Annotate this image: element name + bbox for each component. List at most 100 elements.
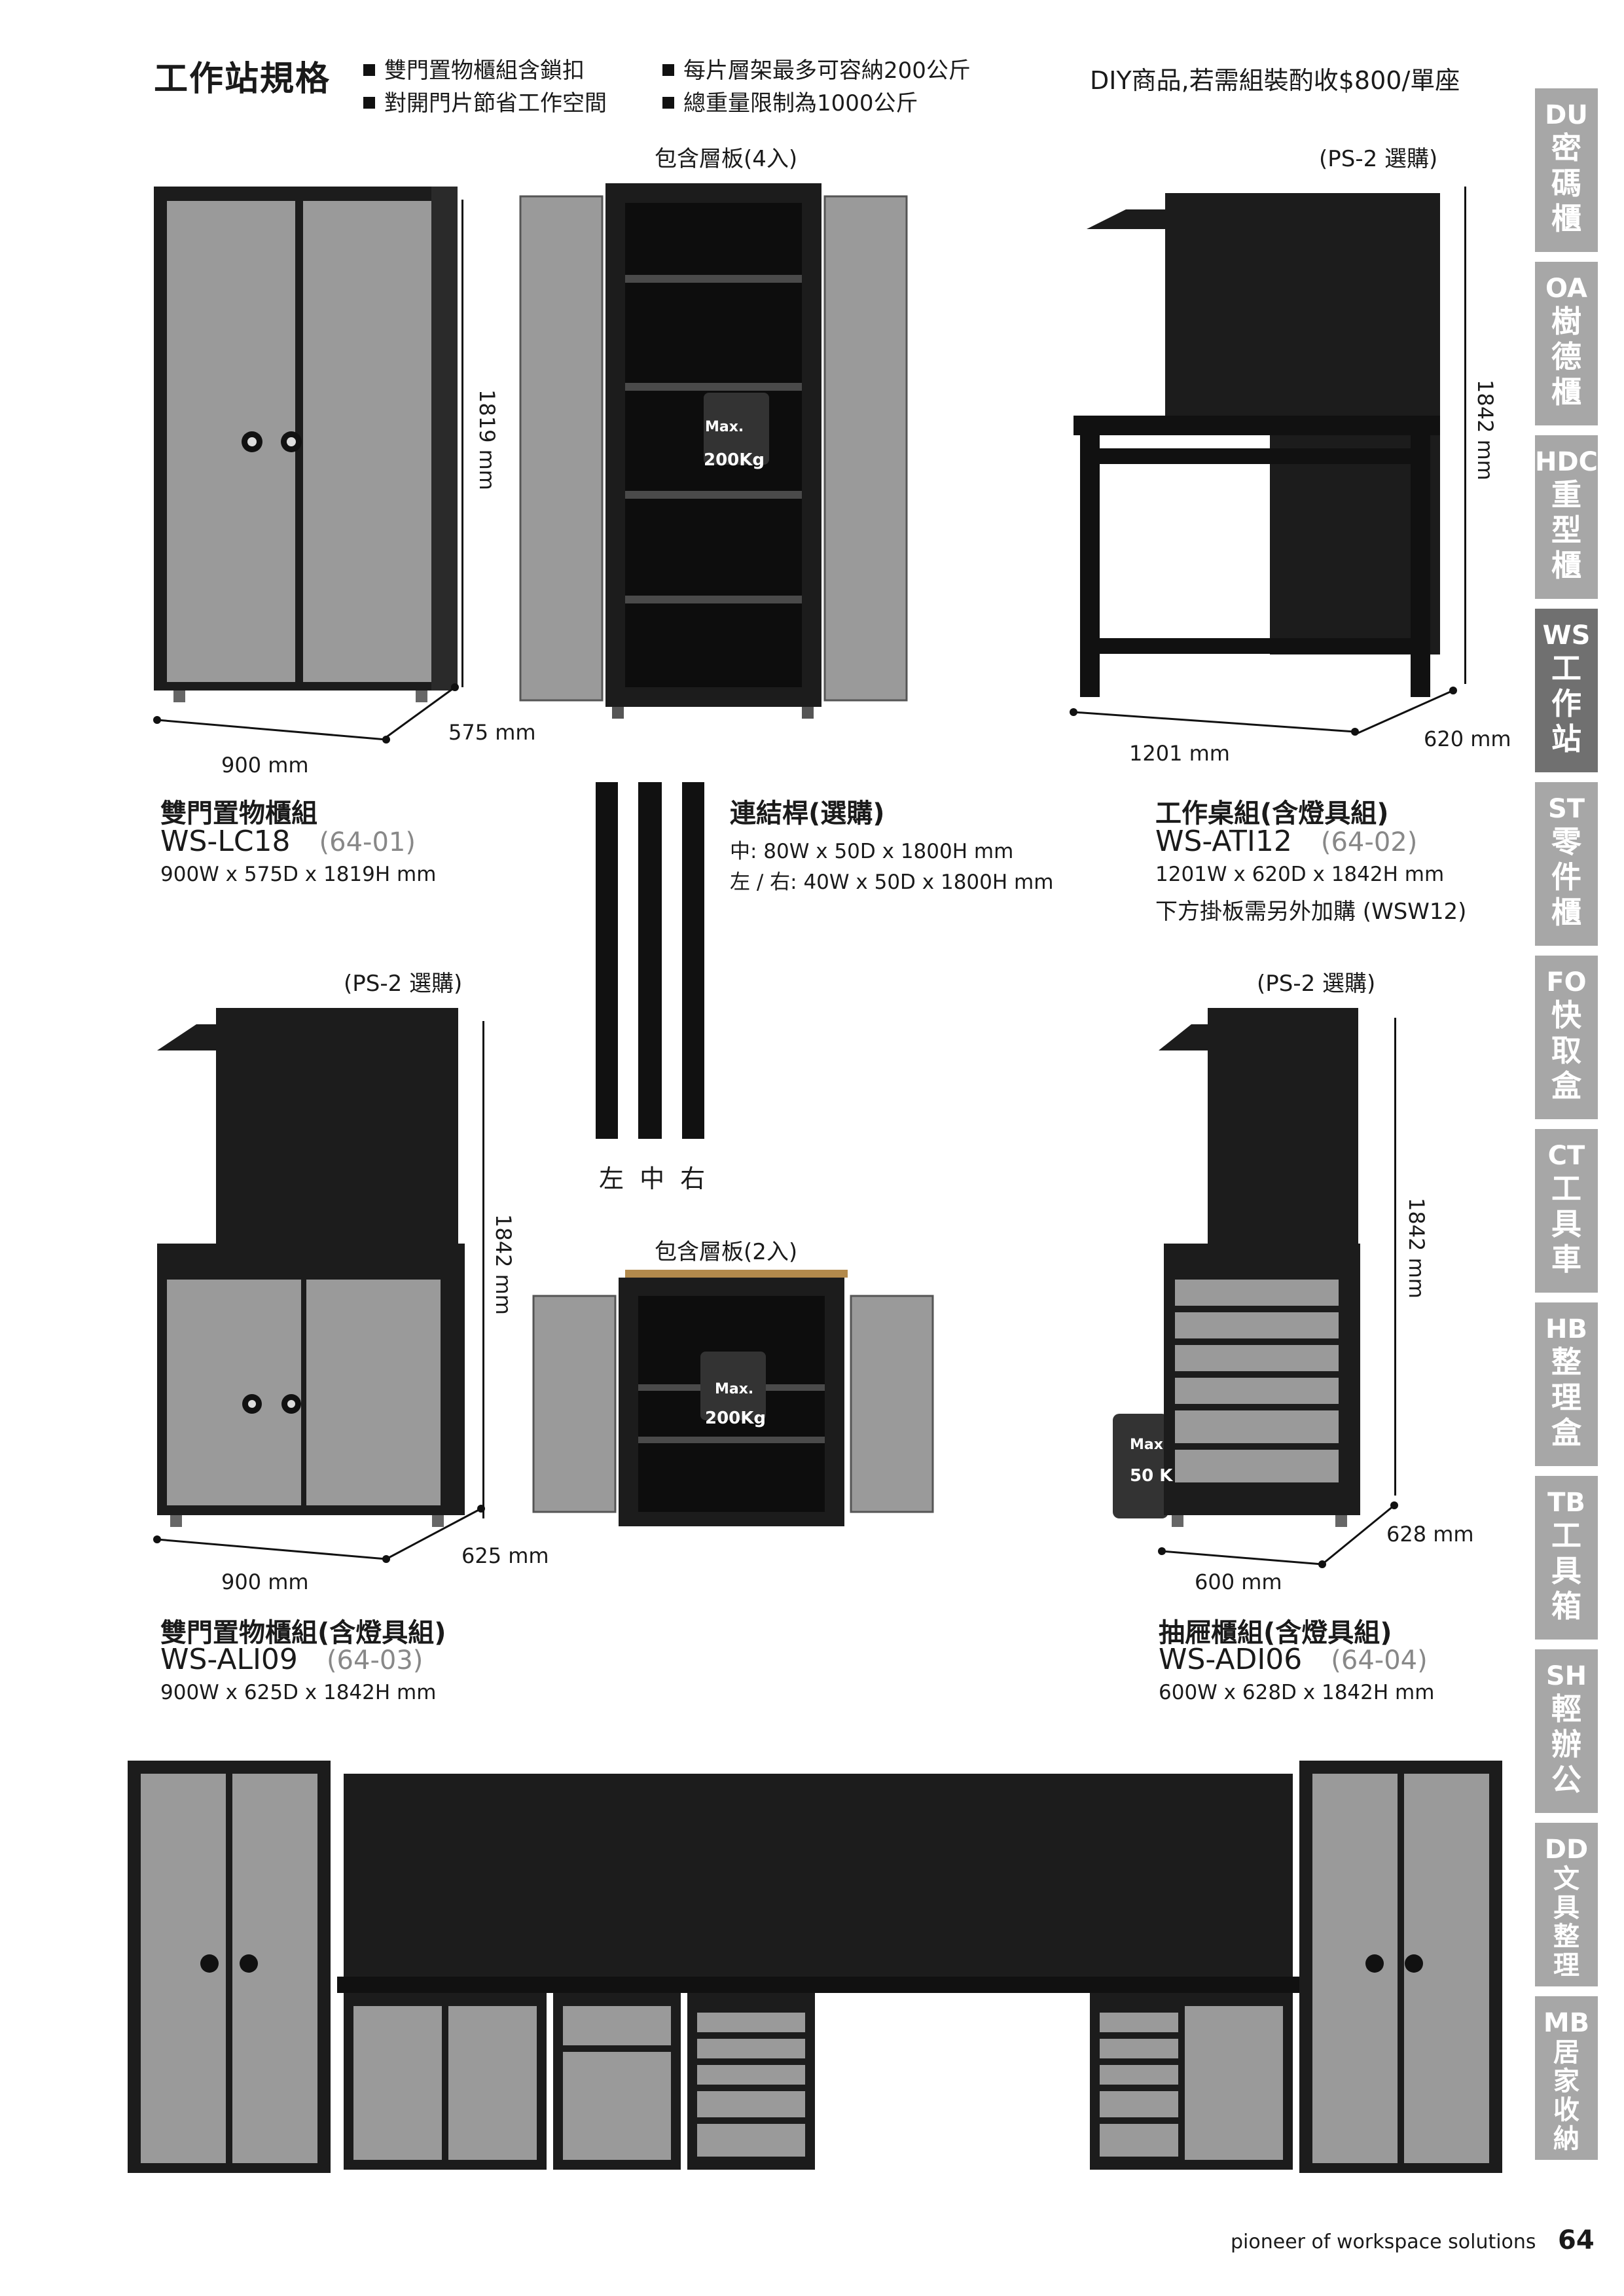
side-tab-label-char: 納	[1553, 2124, 1579, 2154]
side-tab-label-char: 整	[1553, 1922, 1579, 1952]
diy-note: DIY商品,若需組裝酌收$800/單座	[1090, 66, 1460, 95]
rod-name: 連結桿(選購)	[730, 798, 885, 829]
ati12-depth-label: 620 mm	[1424, 726, 1511, 751]
side-tab-label-char: 件	[1551, 859, 1581, 895]
lc18-height-line	[461, 200, 463, 687]
adi06-model-row: WS-ADI06(64-04)	[1159, 1643, 1428, 1676]
side-tab-label-char: 取	[1551, 1033, 1581, 1068]
side-tab-label-char: 公	[1551, 1762, 1581, 1797]
adi06-height-label: 1842 mm	[1404, 1198, 1429, 1299]
side-tab-label-char: 具	[1551, 1206, 1581, 1242]
side-tab-label-char: 具	[1553, 1893, 1579, 1923]
side-tab-label-char: 工	[1551, 1171, 1581, 1206]
max-weight-1: 200Kg	[704, 450, 765, 470]
ali09-name: 雙門置物櫃組(含燈具組)	[160, 1618, 446, 1648]
lc18-width-label: 900 mm	[221, 753, 309, 778]
side-tab-label-char: 櫃	[1551, 548, 1581, 583]
lc18-open-image	[519, 183, 908, 719]
max-label-1: Max.	[705, 419, 744, 435]
side-tab-label-char: 理	[1551, 1380, 1581, 1415]
feature-bullet: 對開門片節省工作空間	[363, 88, 607, 119]
side-tab-code: TB	[1547, 1488, 1585, 1518]
side-tab-label-char: 辦	[1551, 1727, 1581, 1762]
side-tab-label-char: 碼	[1551, 166, 1581, 201]
ps2-note-3: (PS-2 選購)	[1257, 971, 1376, 997]
side-tab-label-char: 輕	[1551, 1691, 1581, 1727]
ali09-height-line	[482, 1021, 484, 1518]
ati12-width-label: 1201 mm	[1129, 741, 1230, 766]
lc18-width-line	[153, 716, 390, 744]
rod-spec-middle: 中: 80W x 50D x 1800H mm	[730, 840, 1014, 863]
adi06-depth-label: 628 mm	[1386, 1522, 1474, 1547]
lc18-spec: 900W x 575D x 1819H mm	[160, 863, 437, 886]
rod-spec-side: 左 / 右: 40W x 50D x 1800H mm	[730, 870, 1054, 894]
side-tab-code: DD	[1544, 1835, 1589, 1865]
adi06-width-label: 600 mm	[1195, 1570, 1282, 1594]
side-tab-code: HB	[1545, 1314, 1587, 1344]
side-tab-code: FO	[1546, 967, 1587, 997]
max-label-3: Max	[1130, 1437, 1163, 1453]
lc18-depth-label: 575 mm	[448, 720, 536, 745]
side-tab-label-char: 櫃	[1551, 201, 1581, 236]
ali09-depth-label: 625 mm	[461, 1543, 549, 1568]
side-tab-code: HDC	[1535, 447, 1598, 477]
side-tab-label-char: 工	[1551, 1518, 1581, 1553]
ati12-extra-note: 下方掛板需另外加購 (WSW12)	[1155, 899, 1467, 925]
ali09-open-image	[532, 1270, 934, 1526]
side-tab-code: DU	[1545, 100, 1588, 130]
ati12-model-row: WS-ATI12(64-02)	[1155, 825, 1418, 858]
ali09-cabinet-image	[157, 1008, 465, 1527]
side-tab-label-char: 具	[1551, 1553, 1581, 1588]
side-tab-label-char: 家	[1553, 2066, 1579, 2096]
side-tab-label-char: 重	[1551, 477, 1581, 512]
lc18-cabinet-image	[154, 187, 458, 702]
adi06-height-line	[1394, 1018, 1396, 1496]
side-tab-label-char: 作	[1551, 686, 1581, 721]
feature-bullet: 總重量限制為1000公斤	[662, 88, 918, 119]
max-label-2: Max.	[715, 1381, 754, 1397]
side-tab-label-char: 箱	[1551, 1588, 1581, 1624]
adi06-cabinet-image	[1113, 1008, 1360, 1527]
ali09-model-row: WS-ALI09(64-03)	[160, 1643, 424, 1676]
side-tab-label-char: 密	[1551, 130, 1581, 166]
feature-bullet: 雙門置物櫃組含鎖扣	[363, 55, 585, 86]
ali09-width-label: 900 mm	[221, 1570, 309, 1594]
adi06-width-line	[1158, 1547, 1326, 1568]
page-title: 工作站規格	[154, 60, 331, 99]
side-tab-code: WS	[1542, 620, 1591, 651]
side-tab-label-char: 理	[1553, 1950, 1579, 1981]
shelves-4-note: 包含層板(4入)	[655, 146, 798, 172]
lc18-depth-line	[382, 683, 459, 741]
side-tab-label-char: 快	[1551, 997, 1581, 1033]
feature-bullet: 每片層架最多可容納200公斤	[662, 55, 971, 86]
side-tab-code: MB	[1543, 2008, 1590, 2038]
ati12-height-label: 1842 mm	[1473, 380, 1498, 480]
side-tab-code: OA	[1545, 274, 1587, 304]
lc18-model-row: WS-LC18(64-01)	[160, 825, 416, 858]
lc18-name: 雙門置物櫃組	[160, 798, 317, 829]
side-tab-code: ST	[1547, 794, 1585, 824]
side-tab-label-char: 櫃	[1551, 895, 1581, 930]
ali09-spec: 900W x 625D x 1842H mm	[160, 1681, 437, 1704]
side-tab-label-char: 盒	[1551, 1068, 1581, 1103]
ati12-spec: 1201W x 620D x 1842H mm	[1155, 863, 1445, 886]
side-tab-label-char: 零	[1551, 824, 1581, 859]
adi06-name: 抽屜櫃組(含燈具組)	[1159, 1618, 1392, 1648]
side-tab-code: SH	[1545, 1661, 1587, 1691]
footer-tagline: pioneer of workspace solutions	[1231, 2231, 1536, 2253]
side-tab-label-char: 櫃	[1551, 374, 1581, 410]
side-tab-label-char: 工	[1551, 651, 1581, 686]
side-tab-label-char: 居	[1553, 2037, 1579, 2068]
